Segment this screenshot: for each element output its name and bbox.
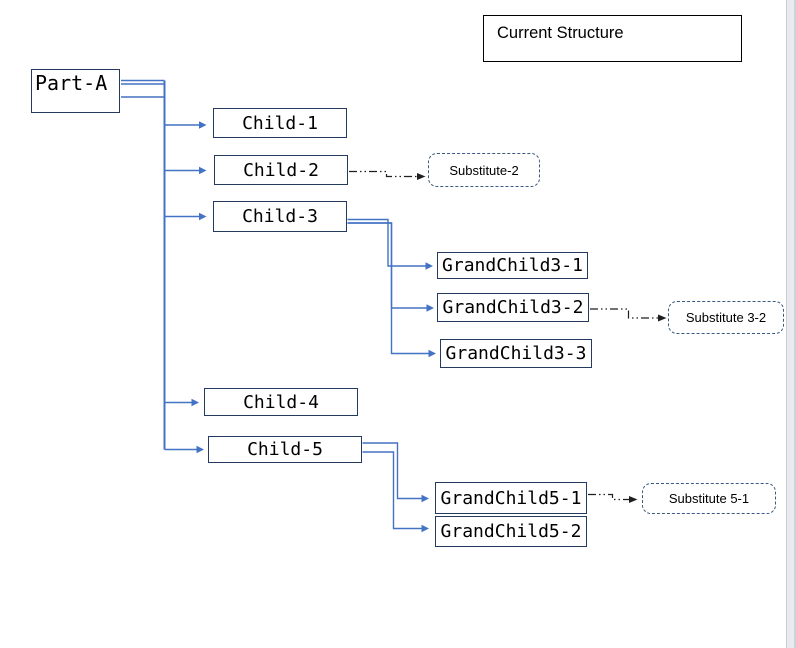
substitute-connector-lines: [349, 170, 659, 501]
node-part-a[interactable]: Part-A: [31, 69, 120, 113]
node-child-1[interactable]: Child-1: [213, 108, 347, 138]
scrollbar-gutter-edge: [794, 0, 796, 648]
node-grandchild-3-3[interactable]: GrandChild3-3: [440, 339, 592, 368]
node-substitute-5-1[interactable]: Substitute 5-1: [642, 483, 776, 514]
substitute-arrowheads: [417, 173, 667, 503]
scrollbar-gutter: [786, 0, 796, 648]
node-grandchild-3-1[interactable]: GrandChild3-1: [437, 252, 588, 279]
node-child-3[interactable]: Child-3: [213, 201, 347, 232]
node-child-5[interactable]: Child-5: [208, 436, 362, 463]
node-grandchild-5-1[interactable]: GrandChild5-1: [435, 482, 587, 514]
node-substitute-2[interactable]: Substitute-2: [428, 153, 540, 187]
node-substitute-3-2[interactable]: Substitute 3-2: [668, 301, 784, 334]
node-child-2[interactable]: Child-2: [214, 155, 348, 185]
node-grandchild-3-2[interactable]: GrandChild3-2: [437, 293, 589, 322]
node-child-4[interactable]: Child-4: [204, 388, 358, 416]
node-grandchild-5-2[interactable]: GrandChild5-2: [435, 516, 587, 547]
diagram-title-box[interactable]: Current Structure: [483, 15, 742, 62]
